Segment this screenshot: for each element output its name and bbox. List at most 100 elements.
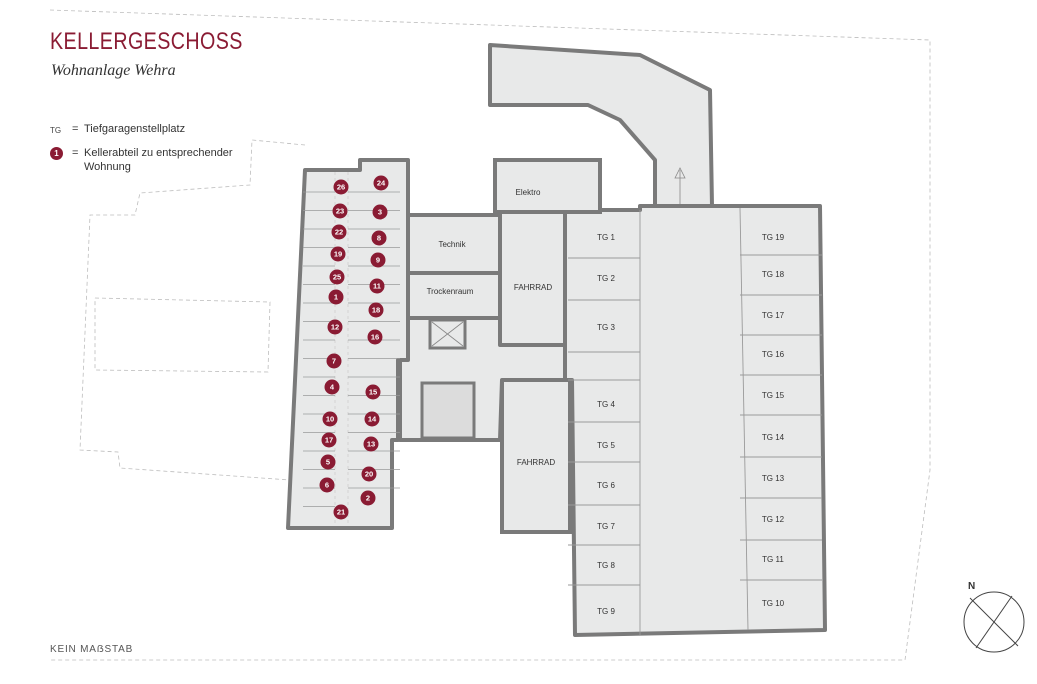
cellar-badge-number: 20 — [365, 470, 373, 479]
cellar-badge: 11 — [369, 278, 385, 294]
fahrrad-room-bottom — [500, 378, 572, 534]
cellar-badge-circle — [333, 179, 349, 195]
label-elektro: Elektro — [516, 188, 541, 197]
cellar-badge: 17 — [321, 432, 337, 448]
cellar-badge-number: 10 — [326, 415, 334, 424]
parking-space-label: TG 6 — [597, 481, 615, 490]
cellar-badge-number: 17 — [325, 436, 333, 445]
compass-cross — [975, 595, 1013, 649]
cellar-badge-number: 19 — [334, 250, 342, 259]
cellar-badge-number: 26 — [337, 183, 345, 192]
staircase — [420, 381, 476, 440]
cellar-badge-number: 14 — [368, 415, 377, 424]
cellar-badge: 16 — [367, 329, 383, 345]
cellar-badge-circle — [322, 411, 338, 427]
ramp-arrow-head — [674, 167, 686, 179]
cellar-badge: 10 — [322, 411, 338, 427]
elektro-room — [493, 158, 602, 214]
cellar-badge-circle — [327, 319, 343, 335]
cellar-badge-circle — [324, 379, 340, 395]
cellar-badge-circle — [328, 289, 344, 305]
legend-cellar-text: Kellerabteil zu entsprechender Wohnung — [84, 147, 233, 173]
legend-tg-key: TG — [50, 126, 62, 135]
elevator-shaft — [428, 318, 467, 350]
cellar-badge: 3 — [372, 204, 388, 220]
compass: N — [963, 581, 1025, 653]
cellar-badge: 26 — [333, 179, 349, 195]
elevator-cross-b — [431, 321, 464, 347]
cellar-badge: 24 — [373, 175, 389, 191]
cellar-badge-circle — [371, 230, 387, 246]
parking-space-label: TG 12 — [762, 515, 785, 524]
cellar-badge: 14 — [364, 411, 380, 427]
label-trockenraum: Trockenraum — [427, 287, 474, 296]
parking-left-dividers — [568, 210, 641, 635]
cellar-badge-number: 2 — [366, 494, 370, 503]
cellar-badge-number: 8 — [377, 234, 381, 243]
cellar-badge-number: 1 — [334, 293, 338, 302]
cellar-badge: 12 — [327, 319, 343, 335]
cellar-badge-circle — [372, 204, 388, 220]
legend-cellar-badge: 1 — [50, 147, 63, 160]
parking-right-dividers — [739, 207, 822, 631]
cellar-badges: 2623221925112741017562124389111816151413… — [319, 175, 389, 520]
cellar-badge: 6 — [319, 477, 335, 493]
label-technik: Technik — [438, 240, 466, 249]
parking-space-label: TG 7 — [597, 522, 615, 531]
property-boundary — [49, 9, 931, 661]
cellar-badge-circle — [369, 278, 385, 294]
fahrrad-room-top — [498, 210, 567, 347]
parking-column-line — [739, 207, 749, 631]
cellar-badge-circle — [367, 329, 383, 345]
cellar-badge-number: 7 — [332, 357, 336, 366]
cellar-badge-number: 18 — [372, 306, 380, 315]
cellar-badge-circle — [364, 411, 380, 427]
neighbour-building-outlines — [79, 139, 306, 481]
cellar-badge: 15 — [365, 384, 381, 400]
parking-left-labels: TG 1TG 2TG 3TG 4TG 5TG 6TG 7TG 8TG 9 — [597, 233, 615, 616]
parking-space-label: TG 13 — [762, 474, 785, 483]
cellar-badge: 4 — [324, 379, 340, 395]
parking-space-label: TG 18 — [762, 270, 785, 279]
cellar-badge: 25 — [329, 269, 345, 285]
cellar-badge-circle — [326, 353, 342, 369]
cellar-badge-number: 4 — [330, 383, 335, 392]
cellar-badge-number: 12 — [331, 323, 339, 332]
garage-ramp — [488, 43, 714, 208]
parking-space-label: TG 8 — [597, 561, 615, 570]
cellar-badge: 5 — [320, 454, 336, 470]
cellar-badge-circle — [368, 302, 384, 318]
cellar-badge-circle — [319, 477, 335, 493]
parking-space-label: TG 11 — [762, 555, 784, 564]
cellar-badge-number: 16 — [371, 333, 379, 342]
cellar-badge-circle — [329, 269, 345, 285]
cellar-badge: 7 — [326, 353, 342, 369]
scale-note: KEIN MAẞSTAB — [50, 644, 134, 655]
cellar-badge: 21 — [333, 504, 349, 520]
cellar-badge-circle — [331, 224, 347, 240]
cellar-badge: 8 — [371, 230, 387, 246]
cellar-badge-number: 21 — [337, 508, 345, 517]
cellar-badge-circle — [330, 246, 346, 262]
cellar-badge-number: 15 — [369, 388, 377, 397]
legend: TG = Tiefgaragenstellplatz 1 = Kellerabt… — [50, 122, 234, 182]
cellar-badge-number: 22 — [335, 228, 343, 237]
cellar-badge: 2 — [360, 490, 376, 506]
parking-space-label: TG 2 — [597, 274, 615, 283]
cellar-badge-number: 6 — [325, 481, 329, 490]
parking-space-label: TG 4 — [597, 400, 615, 409]
label-fahrrad-bottom: FAHRRAD — [517, 458, 555, 467]
parking-space-label: TG 5 — [597, 441, 615, 450]
plan-subtitle: Wohnanlage Wehra — [51, 62, 176, 79]
parking-space-label: TG 10 — [762, 599, 785, 608]
garage-floor — [558, 204, 827, 637]
legend-tg-equals: = — [72, 123, 79, 135]
parking-space-label: TG 1 — [597, 233, 615, 242]
legend-row-cellar: 1 = Kellerabteil zu entsprechender Wohnu… — [50, 146, 234, 174]
cellar-badge: 22 — [331, 224, 347, 240]
cellar-badge-circle — [363, 436, 379, 452]
cellar-badge-circle — [333, 504, 349, 520]
cellar-badge: 9 — [370, 252, 386, 268]
legend-row-tg: TG = Tiefgaragenstellplatz — [50, 122, 234, 138]
